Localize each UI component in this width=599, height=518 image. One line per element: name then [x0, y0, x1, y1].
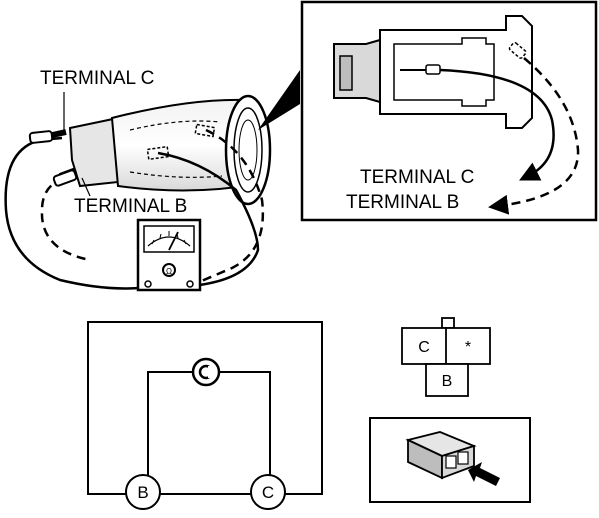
view-direction-arrow-icon	[468, 462, 500, 486]
probe-c-sleeve	[28, 130, 54, 144]
connector-cell-star: *	[465, 339, 471, 356]
detail-inset	[300, 0, 598, 222]
schematic-node-b-label: B	[137, 483, 148, 502]
schematic-node-b	[125, 474, 161, 510]
svg-text:Ω: Ω	[166, 267, 172, 276]
socket-illustration	[68, 70, 300, 206]
inset-label-terminal-c: TERMINAL C	[360, 167, 474, 188]
inset-label-terminal-b: TERMINAL B	[346, 192, 459, 213]
ohmmeter: Ω	[136, 218, 202, 292]
schematic-node-c-label: C	[262, 483, 274, 502]
connector-cell-c: C	[418, 339, 430, 356]
label-terminal-b: TERMINAL B	[74, 196, 187, 217]
schematic-node-c	[250, 474, 286, 510]
ohm-icon	[162, 263, 176, 277]
probe-b-sleeve	[52, 169, 78, 187]
circuit-schematic	[87, 321, 323, 510]
label-terminal-c: TERMINAL C	[40, 68, 154, 89]
connector-face	[401, 317, 491, 397]
connector-view	[369, 417, 531, 503]
connector-cell-b: B	[442, 373, 453, 390]
